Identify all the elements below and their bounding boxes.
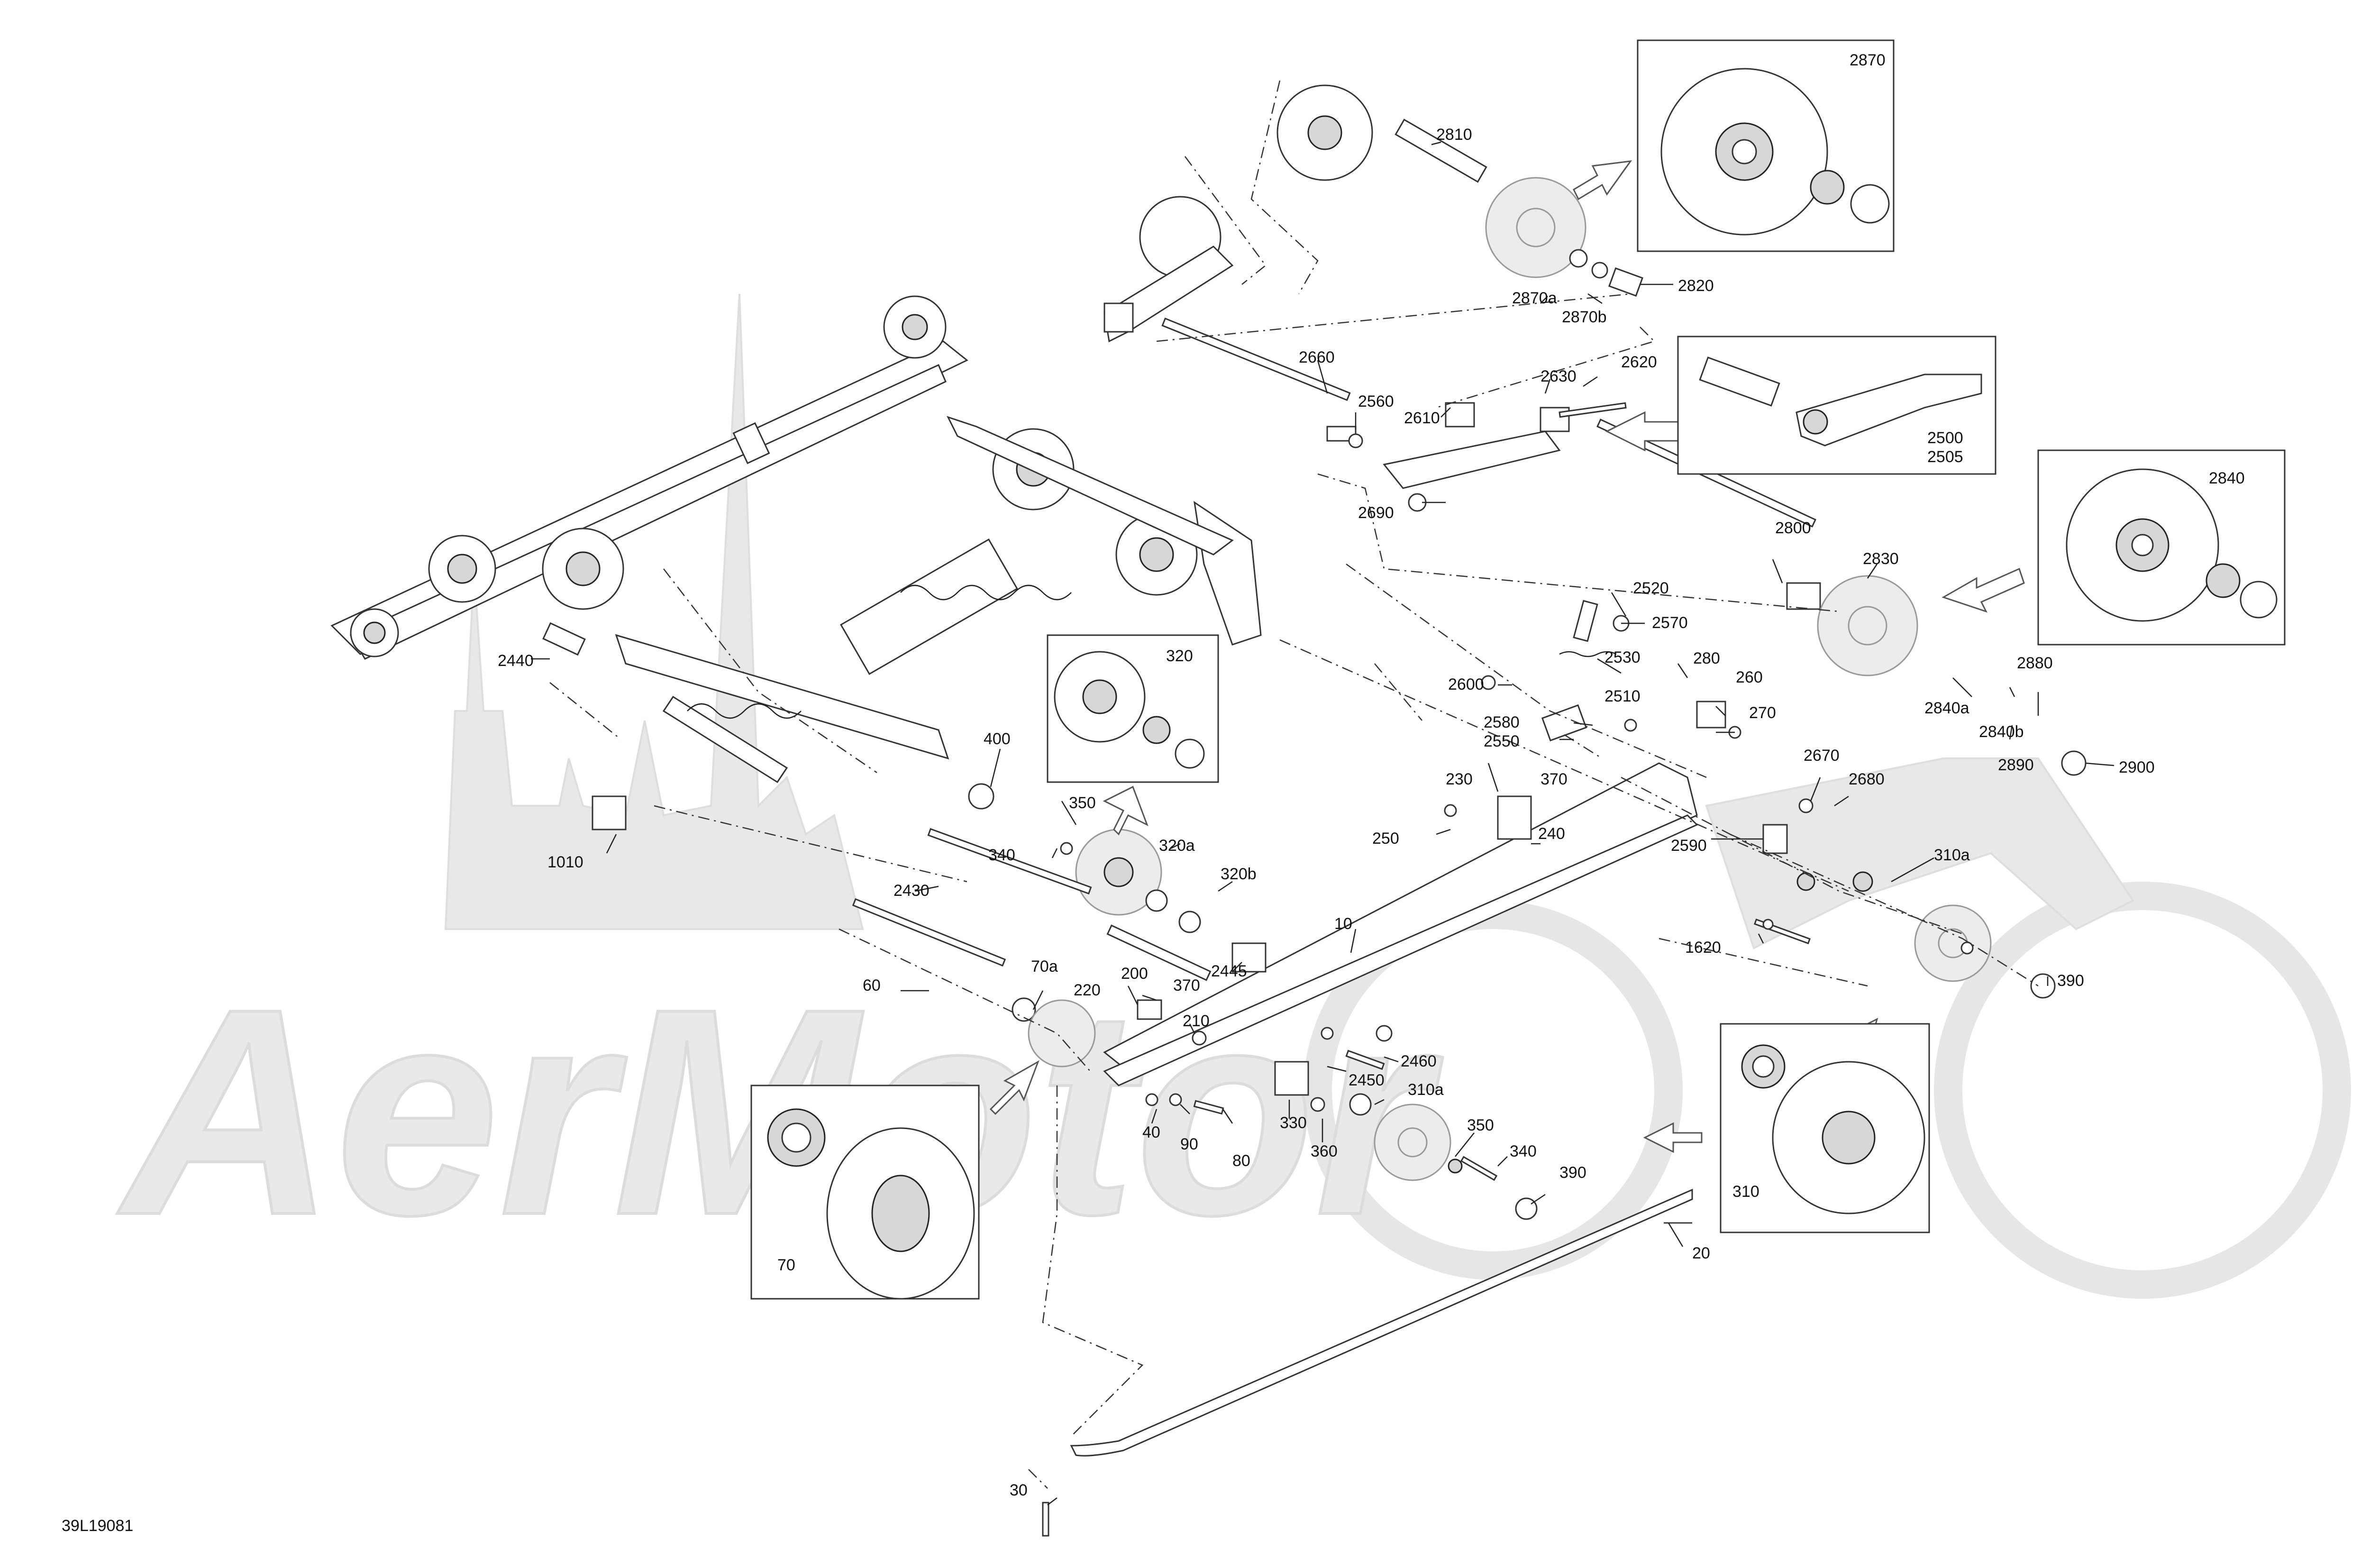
callout-30: 30 — [1010, 1481, 1028, 1499]
detail-box-2840 — [2037, 449, 2286, 646]
callout-2620: 2620 — [1621, 353, 1657, 371]
callout-2690: 2690 — [1358, 504, 1394, 522]
callout-320a: 320a — [1159, 837, 1195, 855]
callout-60: 60 — [863, 976, 881, 994]
callout-370-upper: 370 — [1540, 770, 1568, 788]
slide-rail-20 — [1070, 1188, 1693, 1457]
callout-280: 280 — [1693, 649, 1720, 667]
callout-250: 250 — [1372, 830, 1399, 848]
callout-2450: 2450 — [1349, 1071, 1385, 1089]
callout-2670: 2670 — [1804, 747, 1840, 765]
callout-2570: 2570 — [1652, 614, 1688, 632]
callout-230: 230 — [1446, 770, 1473, 788]
callout-2530: 2530 — [1604, 648, 1641, 666]
callout-2520: 2520 — [1633, 579, 1669, 597]
callout-2500: 2500 — [1927, 429, 1963, 447]
callout-400: 400 — [984, 730, 1011, 748]
leader-lines — [531, 141, 2115, 1505]
callout-2900: 2900 — [2119, 758, 2155, 776]
callout-2445: 2445 — [1211, 962, 1247, 980]
diagram-code: 39L19081 — [62, 1517, 133, 1535]
watermark-motorcycle-front-wheel — [1934, 882, 2351, 1299]
callout-40: 40 — [1142, 1123, 1160, 1141]
construction-lines — [549, 80, 2039, 1489]
callout-2830: 2830 — [1863, 550, 1899, 568]
callout-310: 310 — [1732, 1183, 1759, 1201]
callout-260: 260 — [1736, 668, 1763, 686]
callout-2600: 2600 — [1448, 675, 1484, 693]
detail-box-310 — [1720, 1023, 1930, 1233]
center-suspension-assembly — [615, 416, 1262, 784]
callout-2840a: 2840a — [1924, 699, 1969, 717]
callout-1620: 1620 — [1685, 939, 1721, 957]
callout-340-upper: 340 — [988, 846, 1015, 864]
callout-350-lower: 350 — [1467, 1116, 1494, 1134]
callout-2580: 2580 — [1484, 713, 1520, 731]
callout-2505: 2505 — [1927, 448, 1963, 466]
lower-left-components — [542, 622, 1538, 1220]
callout-360: 360 — [1311, 1142, 1338, 1160]
callout-370-lower: 370 — [1173, 976, 1200, 994]
callout-2440: 2440 — [498, 652, 534, 670]
callout-2890: 2890 — [1998, 756, 2034, 774]
callout-2550: 2550 — [1484, 732, 1520, 750]
callout-310a-lower: 310a — [1408, 1081, 1444, 1099]
middle-components — [1103, 600, 2087, 1086]
callout-2840b: 2840b — [1979, 723, 2024, 741]
callout-390-right: 390 — [2057, 972, 2084, 990]
callout-270: 270 — [1749, 704, 1776, 722]
callout-20: 20 — [1692, 1244, 1710, 1262]
callout-2870: 2870 — [1850, 51, 1886, 69]
callout-2870b: 2870b — [1562, 308, 1607, 326]
callout-2800: 2800 — [1775, 519, 1811, 537]
callout-2820: 2820 — [1678, 277, 1714, 295]
callout-2810: 2810 — [1436, 126, 1472, 144]
callout-210: 210 — [1183, 1012, 1210, 1030]
callout-330: 330 — [1280, 1114, 1307, 1132]
callout-2680: 2680 — [1849, 770, 1885, 788]
callout-200: 200 — [1121, 965, 1148, 983]
callout-80: 80 — [1232, 1152, 1250, 1170]
left-rail-assembly — [330, 295, 968, 660]
callout-2630: 2630 — [1540, 367, 1577, 385]
watermark-skyline — [444, 293, 864, 930]
bolt-30 — [1042, 1502, 1049, 1537]
drawing — [330, 39, 2286, 1537]
callout-2840: 2840 — [2209, 469, 2245, 487]
callout-2460: 2460 — [1401, 1052, 1437, 1070]
watermark: AerMotor — [113, 293, 2351, 1299]
detail-box-2500 — [1677, 336, 1996, 475]
callout-2590: 2590 — [1671, 837, 1707, 855]
callout-320b: 320b — [1221, 865, 1257, 883]
callout-2560: 2560 — [1358, 392, 1394, 410]
direction-arrows — [989, 160, 2025, 1153]
callout-220: 220 — [1074, 981, 1101, 999]
callout-2610: 2610 — [1404, 409, 1440, 427]
callout-340-lower: 340 — [1510, 1142, 1537, 1160]
callout-2510: 2510 — [1604, 687, 1641, 705]
callout-2880: 2880 — [2017, 654, 2053, 672]
callout-labels: 2870 2810 2870a 2870b 2820 2660 2560 261… — [498, 51, 2245, 1499]
callout-2870a: 2870a — [1512, 289, 1557, 307]
callout-1010: 1010 — [547, 853, 583, 871]
callout-70a: 70a — [1031, 957, 1058, 975]
callout-310a-right: 310a — [1934, 846, 1970, 864]
detail-box-70 — [750, 1085, 980, 1300]
callout-10: 10 — [1334, 915, 1352, 933]
callout-390-lower: 390 — [1559, 1164, 1586, 1182]
callout-240: 240 — [1538, 825, 1565, 843]
callout-350-upper: 350 — [1069, 794, 1096, 812]
callout-2660: 2660 — [1299, 348, 1335, 366]
callout-2430: 2430 — [893, 882, 930, 900]
callout-70: 70 — [777, 1256, 795, 1274]
detail-box-2870 — [1637, 39, 1895, 252]
detail-box-320 — [1047, 634, 1219, 783]
callout-90: 90 — [1180, 1135, 1198, 1153]
callout-320: 320 — [1166, 647, 1193, 665]
